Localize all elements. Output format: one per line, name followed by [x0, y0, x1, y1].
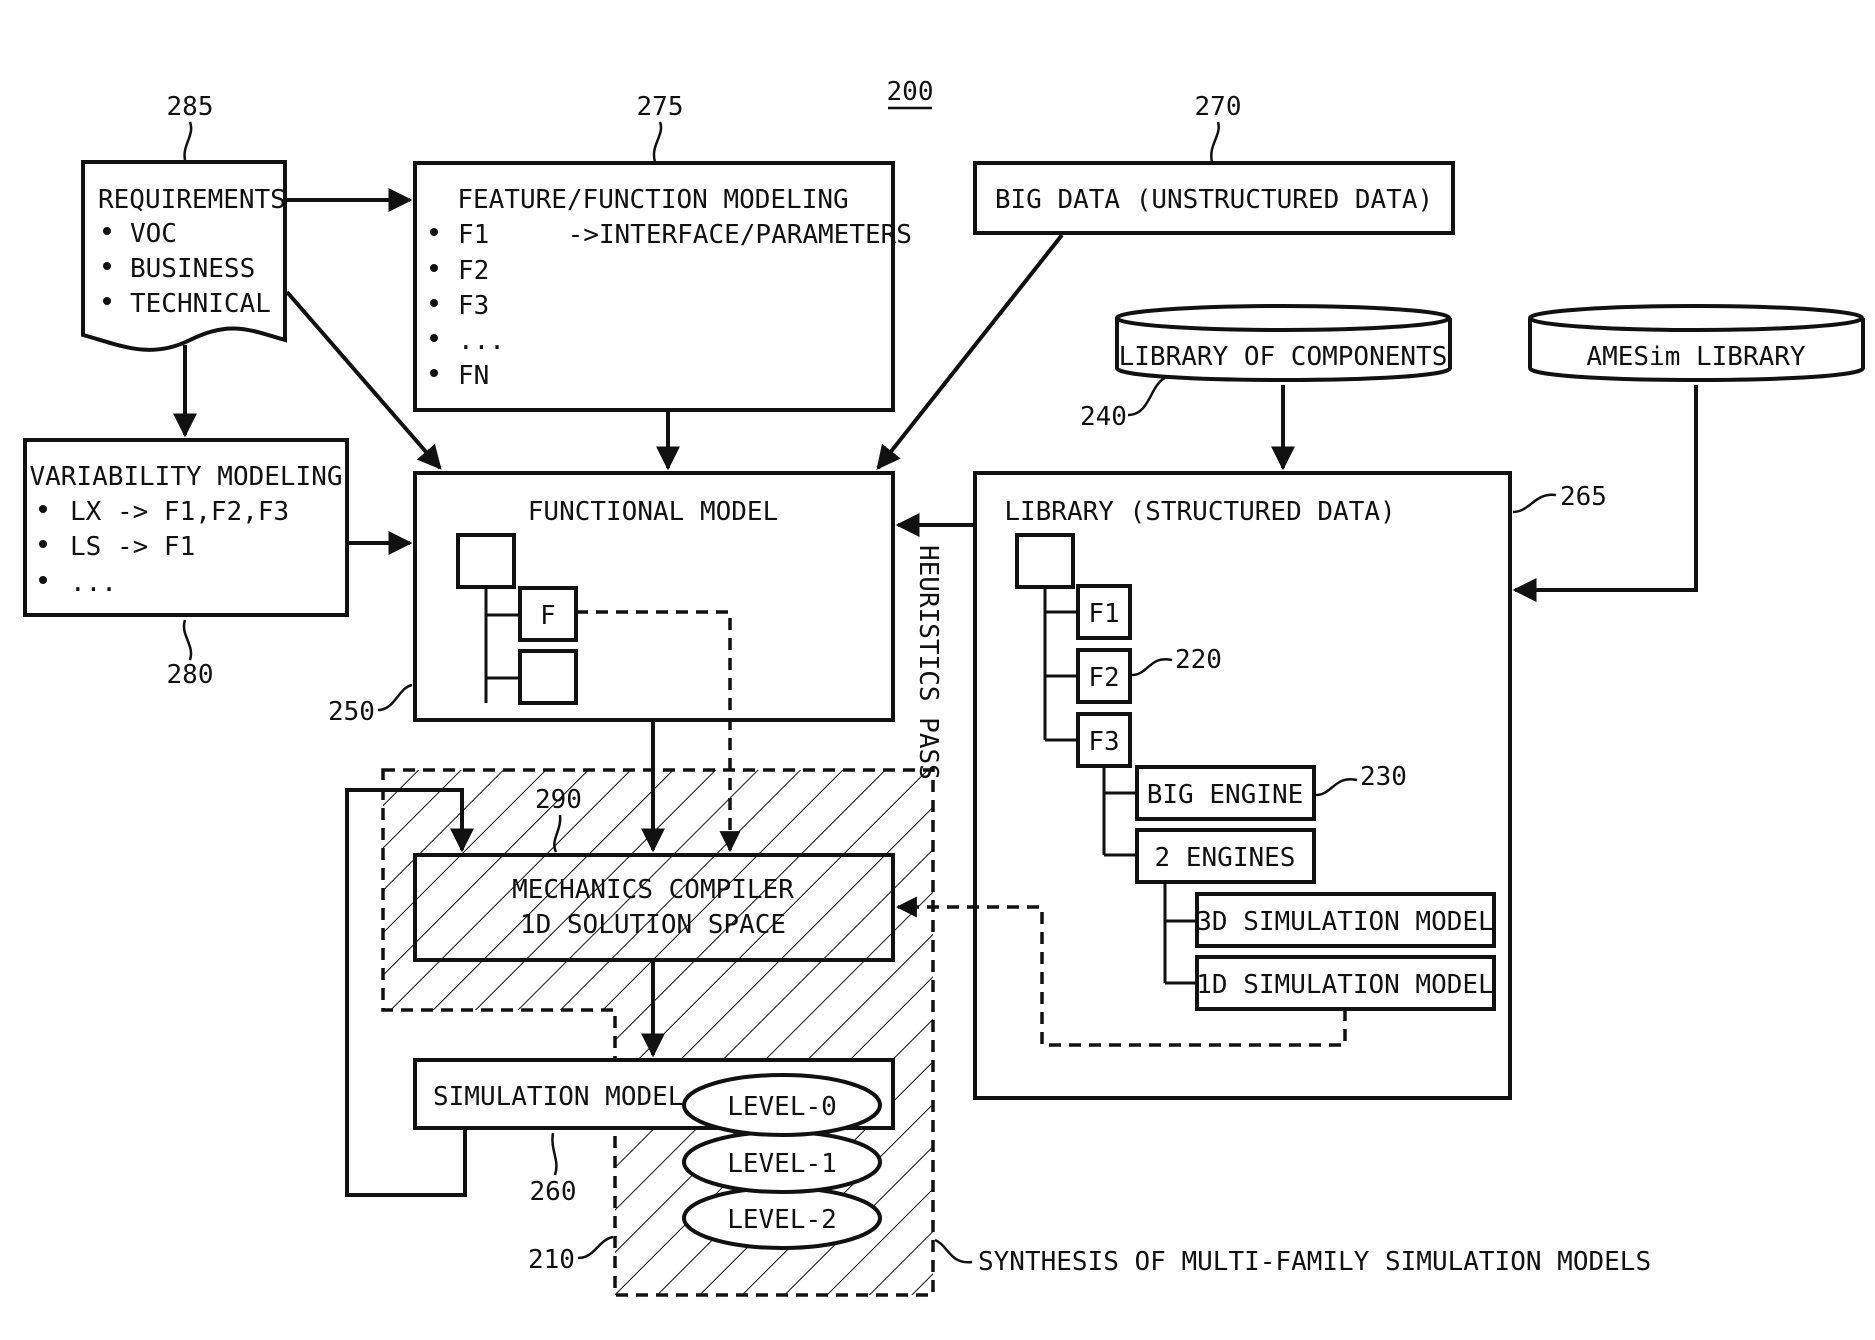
requirements-title: REQUIREMENTS: [98, 185, 286, 215]
library-node-f1: F1: [1088, 599, 1119, 629]
feature-item: ...: [458, 326, 505, 356]
functional-node-label: F: [540, 601, 556, 631]
requirements-item: VOC: [130, 219, 177, 249]
ref-240: 240: [1080, 402, 1127, 432]
engine-two: 2 ENGINES: [1155, 843, 1296, 873]
ref-265: 265: [1560, 482, 1607, 512]
variability-modeling-box: VARIABILITY MODELING LX -> F1,F2,F3 LS -…: [25, 440, 347, 615]
level-0: LEVEL-0: [727, 1092, 837, 1122]
simulation-levels: LEVEL-2 LEVEL-1 LEVEL-0: [684, 1075, 880, 1248]
requirements-item: BUSINESS: [130, 254, 255, 284]
feature-item: F2: [458, 256, 489, 286]
synthesis-label: SYNTHESIS OF MULTI-FAMILY SIMULATION MOD…: [978, 1247, 1651, 1277]
ref-270: 270: [1195, 92, 1242, 122]
mechanics-line2: 1D SOLUTION SPACE: [520, 910, 786, 940]
requirements-item: TECHNICAL: [130, 289, 271, 319]
level-2: LEVEL-2: [727, 1205, 837, 1235]
feature-item: F1 ->INTERFACE/PARAMETERS: [458, 220, 912, 250]
level-1: LEVEL-1: [727, 1149, 837, 1179]
variability-title: VARIABILITY MODELING: [29, 462, 342, 492]
amesim-library-db: AMESim LIBRARY: [1530, 306, 1863, 380]
figure-number: 200: [887, 77, 934, 107]
library-node-f3: F3: [1088, 727, 1119, 757]
big-data-label: BIG DATA (UNSTRUCTURED DATA): [995, 185, 1433, 215]
ref-220: 220: [1175, 645, 1222, 675]
functional-model-title: FUNCTIONAL MODEL: [528, 497, 778, 527]
variability-item: LX -> F1,F2,F3: [70, 497, 289, 527]
ref-210: 210: [528, 1245, 575, 1275]
variability-item: ...: [70, 568, 117, 598]
mechanics-line1: MECHANICS COMPILER: [512, 875, 794, 905]
big-data-box: BIG DATA (UNSTRUCTURED DATA): [975, 163, 1453, 233]
library-components-label: LIBRARY OF COMPONENTS: [1119, 342, 1448, 372]
ref-285: 285: [167, 92, 214, 122]
feature-function-modeling-box: FEATURE/FUNCTION MODELING F1 ->INTERFACE…: [415, 163, 912, 410]
ref-260: 260: [530, 1177, 577, 1207]
simulation-model-label: SIMULATION MODEL: [433, 1082, 683, 1112]
library-structured-box: LIBRARY (STRUCTURED DATA) F1 F2 F3 BIG E…: [975, 473, 1510, 1098]
amesim-library-label: AMESim LIBRARY: [1586, 342, 1805, 372]
ref-275: 275: [637, 92, 684, 122]
library-of-components-db: LIBRARY OF COMPONENTS: [1117, 306, 1450, 380]
model-3d: 3D SIMULATION MODEL: [1196, 907, 1493, 937]
functional-model-box: FUNCTIONAL MODEL F: [415, 473, 893, 720]
library-structured-title: LIBRARY (STRUCTURED DATA): [1004, 497, 1395, 527]
heuristics-pass-label: HEURISTICS PASS: [913, 545, 943, 780]
ref-290: 290: [535, 785, 582, 815]
feature-item: FN: [458, 361, 489, 391]
requirements-document: REQUIREMENTS VOC BUSINESS TECHNICAL: [83, 162, 286, 350]
feature-title: FEATURE/FUNCTION MODELING: [457, 185, 848, 215]
variability-item: LS -> F1: [70, 532, 195, 562]
ref-230: 230: [1360, 762, 1407, 792]
ref-250: 250: [328, 697, 375, 727]
feature-item: F3: [458, 291, 489, 321]
engine-big: BIG ENGINE: [1147, 780, 1304, 810]
library-node-f2: F2: [1088, 663, 1119, 693]
ref-280: 280: [167, 660, 214, 690]
model-1d: 1D SIMULATION MODEL: [1196, 970, 1493, 1000]
